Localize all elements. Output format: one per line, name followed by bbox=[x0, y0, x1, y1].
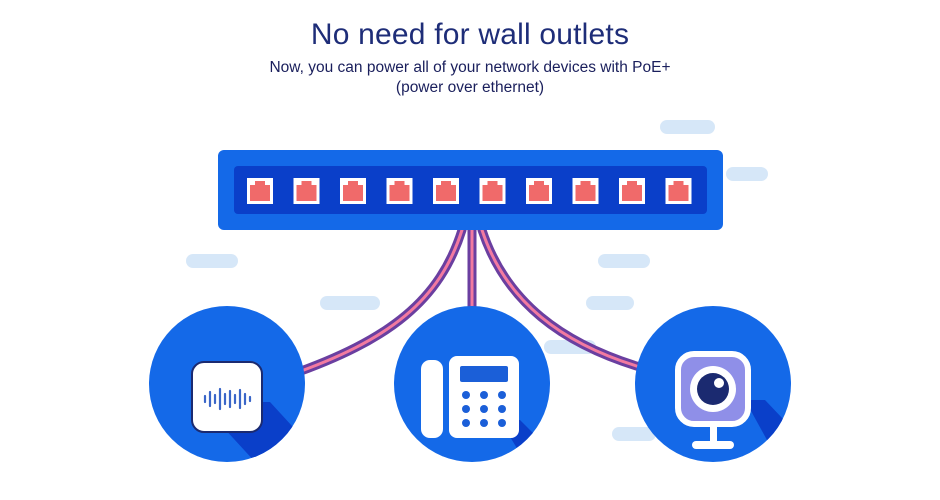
poe-cables bbox=[285, 225, 655, 380]
device-ip-phone bbox=[394, 306, 550, 462]
ethernet-port bbox=[619, 178, 645, 204]
page-title: No need for wall outlets bbox=[310, 18, 630, 51]
ethernet-port bbox=[572, 178, 599, 204]
ethernet-port bbox=[293, 178, 320, 204]
ethernet-port bbox=[526, 178, 552, 204]
device-camera bbox=[635, 306, 791, 462]
webcam-icon bbox=[675, 351, 751, 449]
ethernet-port bbox=[386, 178, 413, 204]
ethernet-port bbox=[479, 178, 506, 204]
decorative-bars bbox=[186, 120, 768, 441]
desk-phone-icon bbox=[421, 356, 519, 438]
ethernet-port bbox=[433, 178, 459, 204]
page-subtitle: Now, you can power all of your network d… bbox=[269, 59, 671, 96]
ethernet-port bbox=[665, 178, 692, 204]
device-access-point bbox=[149, 306, 305, 462]
ethernet-port bbox=[247, 178, 273, 204]
network-switch bbox=[218, 150, 723, 230]
ethernet-port bbox=[340, 178, 366, 204]
switch-ports bbox=[247, 178, 692, 204]
wireless-access-point-icon bbox=[191, 361, 263, 433]
